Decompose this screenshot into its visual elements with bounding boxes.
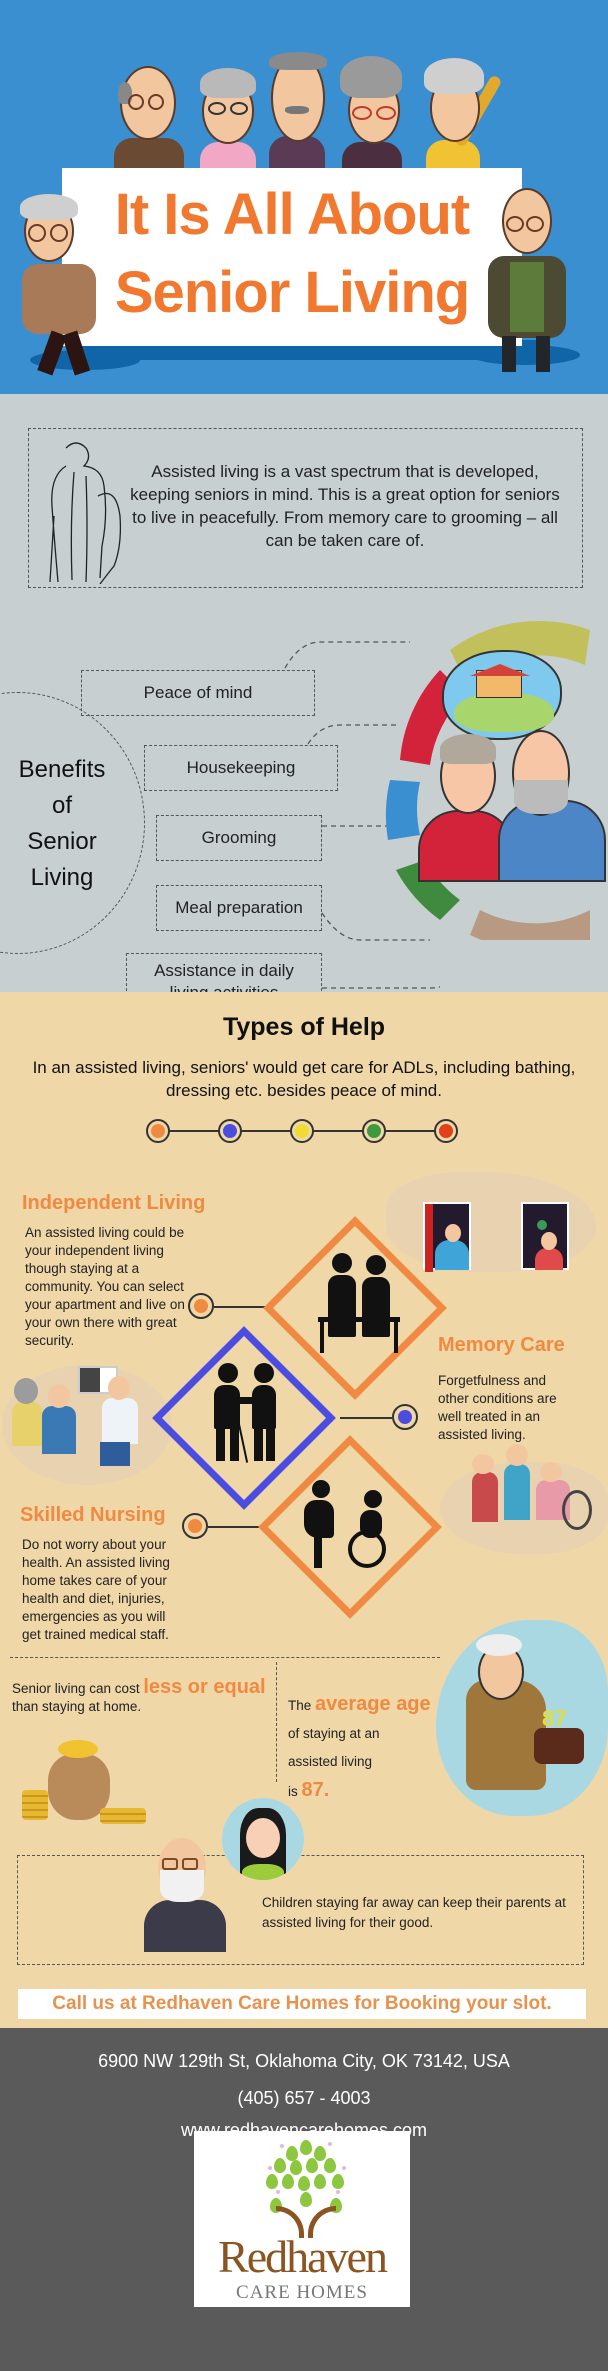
seated-couple-icon xyxy=(316,1253,402,1353)
age-stat: The average age of staying at an assiste… xyxy=(288,1693,431,1801)
benefit-grooming: Grooming xyxy=(156,815,322,861)
banner-sign xyxy=(62,168,522,346)
age-highlight: average age xyxy=(315,1693,431,1715)
skilled-nursing-connector xyxy=(208,1526,262,1528)
senior-character-left xyxy=(14,192,110,376)
title-line-2: Senior Living xyxy=(114,260,470,325)
hero-banner: It Is All About Senior Living xyxy=(0,0,608,394)
benefit-peace-of-mind: Peace of mind xyxy=(81,670,315,716)
stats-divider-vertical xyxy=(276,1662,277,1782)
benefit-housekeeping: Housekeeping xyxy=(144,745,338,791)
benefits-title: Benefits of Senior Living xyxy=(18,756,106,891)
doctor-consultation-illustration xyxy=(6,1362,166,1482)
children-text: Children staying far away can keep their… xyxy=(262,1895,566,1930)
benefit-meal-preparation: Meal preparation xyxy=(156,885,322,931)
senior-on-phone-illustration xyxy=(140,1830,230,1952)
types-subtitle: In an assisted living, seniors' would ge… xyxy=(32,1058,576,1100)
footer-address: 6900 NW 129th St, Oklahoma City, OK 7314… xyxy=(98,2051,510,2071)
skilled-nursing-dot xyxy=(182,1513,208,1539)
cake-number: 87 xyxy=(542,1706,567,1731)
age-value: 87. xyxy=(301,1779,330,1801)
types-title: Types of Help xyxy=(222,1013,386,1041)
birthday-senior-illustration: 87 xyxy=(436,1620,608,1816)
senior-character xyxy=(414,52,524,170)
elderly-couple-sketch-icon xyxy=(49,442,122,584)
timeline-dot-orange xyxy=(146,1119,170,1143)
senior-character xyxy=(338,50,408,170)
coin-stack-icon xyxy=(100,1808,146,1824)
footer-phone[interactable]: (405) 657 - 4003 xyxy=(237,2088,371,2108)
memory-care-title: Memory Care xyxy=(438,1334,565,1356)
window-reading-senior xyxy=(423,1202,471,1272)
senior-character-right xyxy=(470,180,590,372)
memory-care-dot xyxy=(392,1404,418,1430)
senior-character xyxy=(108,60,188,170)
independent-living-title: Independent Living xyxy=(22,1192,206,1214)
cost-stat: Senior living can cost less or equal tha… xyxy=(12,1676,266,1714)
tree-logo-icon xyxy=(266,2138,346,2238)
memory-care-connector xyxy=(340,1417,392,1419)
wheelchair-assist-icon xyxy=(300,1480,400,1572)
timeline-dot-yellow xyxy=(290,1119,314,1143)
company-logo xyxy=(194,2131,410,2307)
title-line-1: It Is All About xyxy=(114,182,470,247)
daughter-avatar xyxy=(222,1798,304,1880)
skilled-nursing-title: Skilled Nursing xyxy=(20,1504,166,1526)
booking-cta[interactable]: Call us at Redhaven Care Homes for Booki… xyxy=(18,1989,586,2019)
coin-stack-icon xyxy=(22,1790,48,1820)
benefit-connectors xyxy=(284,641,440,989)
memory-care-text: Forgetfulness and other conditions are w… xyxy=(438,1373,557,1442)
elderly-couple-illustration xyxy=(418,630,608,890)
nurse-with-seniors-illustration xyxy=(466,1444,598,1550)
cost-highlight: less or equal xyxy=(143,1676,266,1698)
intro-text: Assisted living is a vast spectrum that … xyxy=(130,462,560,550)
skilled-nursing-text: Do not worry about your health. An assis… xyxy=(22,1537,170,1642)
helping-walk-icon xyxy=(208,1363,288,1463)
money-bag-icon xyxy=(44,1738,114,1820)
timeline-dot-red xyxy=(434,1119,458,1143)
stats-divider-horizontal xyxy=(10,1657,440,1658)
timeline-dot-blue xyxy=(218,1119,242,1143)
logo-name: Redhaven xyxy=(218,2231,388,2282)
page-title: It Is All About Senior Living xyxy=(62,176,522,332)
senior-character xyxy=(265,48,329,170)
senior-character xyxy=(196,56,260,170)
independent-living-dot xyxy=(188,1293,214,1319)
intro-box xyxy=(28,428,583,588)
independent-living-connector xyxy=(214,1306,266,1308)
logo-tagline: CARE HOMES xyxy=(236,2282,368,2303)
timeline-dot-green xyxy=(362,1119,386,1143)
window-plant-senior xyxy=(521,1202,569,1270)
independent-living-text: An assisted living could be your indepen… xyxy=(25,1225,185,1348)
